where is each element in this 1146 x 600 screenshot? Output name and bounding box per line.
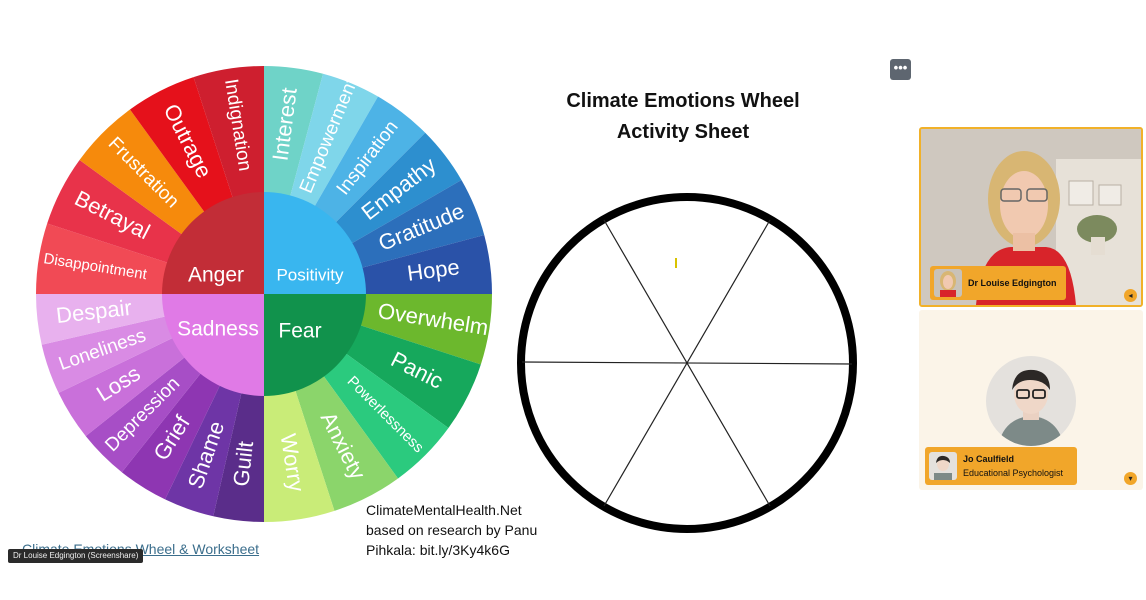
wheel-segment-powerlessness: [321, 351, 449, 479]
wheel-segment-loneliness: [41, 315, 176, 393]
wheel-segment-depression: [85, 355, 203, 473]
wheel-core-label-sadness: Sadness: [177, 318, 259, 341]
wheel-segment-betrayal: [47, 159, 185, 264]
wheel-segment-outrage: [129, 77, 234, 215]
speaker-icon[interactable]: ◂: [1124, 289, 1137, 302]
wheel-segment-interest: [264, 66, 324, 200]
wheel-segment-grief: [121, 370, 222, 500]
wheel-segment-frustration: [79, 109, 207, 237]
participant-tile-jo[interactable]: Jo Caulfield Educational Psychologist ▾: [919, 310, 1143, 490]
wheel-core-anger: [162, 192, 264, 294]
activity-sheet-title: Climate Emotions Wheel: [566, 90, 800, 112]
wheel-segment-inspiration: [313, 96, 426, 225]
wheel-segment-loss: [58, 336, 188, 437]
wheel-segment-gratitude: [348, 180, 485, 269]
wheel-core-sadness: [162, 294, 264, 396]
screenshare-label: Dr Louise Edgington (Screenshare): [8, 549, 144, 563]
wheel-core-fear: [264, 294, 366, 396]
wheel-label-guilt: Guilt: [228, 440, 258, 488]
wheel-core-label-anger: Anger: [188, 264, 244, 287]
emotion-wheel: InterestEmpowermentInspirationEmpathyGra…: [36, 66, 492, 522]
blank-activity-wheel: [517, 193, 857, 533]
participant-name: Jo Caulfield: [963, 454, 1015, 464]
wheel-segments: [36, 66, 492, 522]
participant-name: Dr Louise Edgington: [968, 278, 1057, 288]
avatar: [929, 452, 957, 480]
activity-sheet-subtitle: Activity Sheet: [616, 121, 750, 143]
wheel-segment-overwhelm: [357, 294, 492, 365]
participant-name-tag: Jo Caulfield Educational Psychologist: [925, 447, 1077, 485]
wheel-segment-anxiety: [294, 373, 399, 511]
wheel-core-label-fear: Fear: [278, 320, 321, 343]
credit-research: based on research by Panu: [366, 522, 538, 538]
wheel-core-positivity: [264, 192, 366, 294]
wheel-segment-hope: [358, 234, 492, 294]
wheel-segment-guilt: [213, 389, 264, 522]
wheel-segment-worry: [264, 387, 335, 522]
wheel-segment-empowerment: [289, 73, 378, 210]
wheel-inner: [162, 192, 366, 396]
wheel-segment-disappointment: [36, 223, 171, 294]
participant-tile-louise[interactable]: Dr Louise Edgington ◂: [919, 127, 1143, 307]
participant-role: Educational Psychologist: [963, 468, 1064, 478]
wheel-segment-empathy: [333, 132, 462, 245]
wheel-segment-indignation: [193, 66, 264, 201]
wheel-segment-shame: [165, 382, 243, 517]
wheel-segment-despair: [36, 294, 169, 345]
avatar: [934, 269, 962, 297]
wheel-segment-panic: [343, 324, 481, 429]
avatar: [986, 356, 1076, 446]
credit-site: ClimateMentalHealth.Net: [366, 502, 522, 518]
participant-name-tag: Dr Louise Edgington: [930, 266, 1066, 300]
more-options-icon[interactable]: •••: [890, 59, 911, 80]
pin-icon[interactable]: ▾: [1124, 472, 1137, 485]
credit-link: Pihkala: bit.ly/3Ky4k6G: [366, 542, 510, 558]
wheel-core-label-positivity: Positivity: [276, 265, 344, 284]
